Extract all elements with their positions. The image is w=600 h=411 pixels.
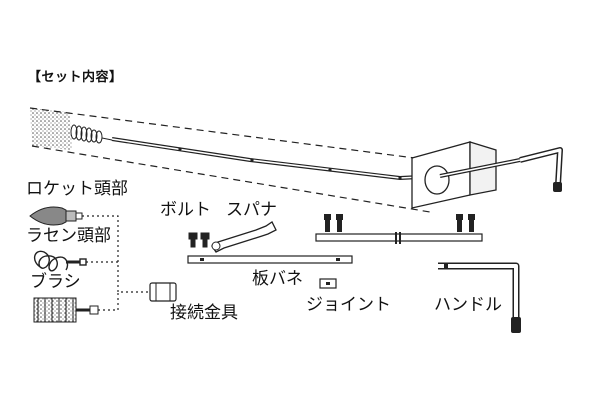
joint-illustration	[319, 278, 337, 289]
handle-label: ハンドル	[434, 295, 502, 315]
spanner-label: スパナ	[226, 200, 277, 220]
drain-pipe-interior	[30, 108, 72, 150]
rocket-head-illustration	[29, 206, 83, 226]
bolt-label: ボルト	[160, 200, 211, 220]
spiral-head-illustration	[34, 250, 87, 272]
connector-illustration	[149, 282, 177, 302]
connector-label: 接続金具	[170, 303, 238, 323]
set-contents-title: 【セット内容】	[28, 70, 123, 85]
leaf-spring-label: 板バネ	[252, 269, 303, 289]
handle-illustration	[438, 262, 521, 333]
handle-in-use	[519, 147, 563, 192]
pipe-outline-top	[29, 107, 431, 161]
pipe-in-use-illustration	[29, 107, 563, 213]
joint-label: ジョイント	[306, 295, 391, 315]
brush-illustration	[33, 297, 99, 323]
brush-label: ブラシ	[30, 272, 81, 292]
cleaning-rod	[111, 137, 441, 181]
spiral-coil-in-pipe	[70, 124, 113, 144]
leaf-spring-illustration	[187, 255, 353, 264]
pipe-outline-bottom	[31, 145, 431, 213]
spanner-illustration	[211, 221, 277, 253]
spiral-head-label: ラセン頭部	[26, 226, 111, 246]
attachment-guide-lines	[82, 215, 148, 311]
assembled-rod-illustration	[315, 214, 483, 244]
rocket-head-label: ロケット頭部	[26, 179, 128, 199]
bolt-illustration	[188, 232, 210, 248]
